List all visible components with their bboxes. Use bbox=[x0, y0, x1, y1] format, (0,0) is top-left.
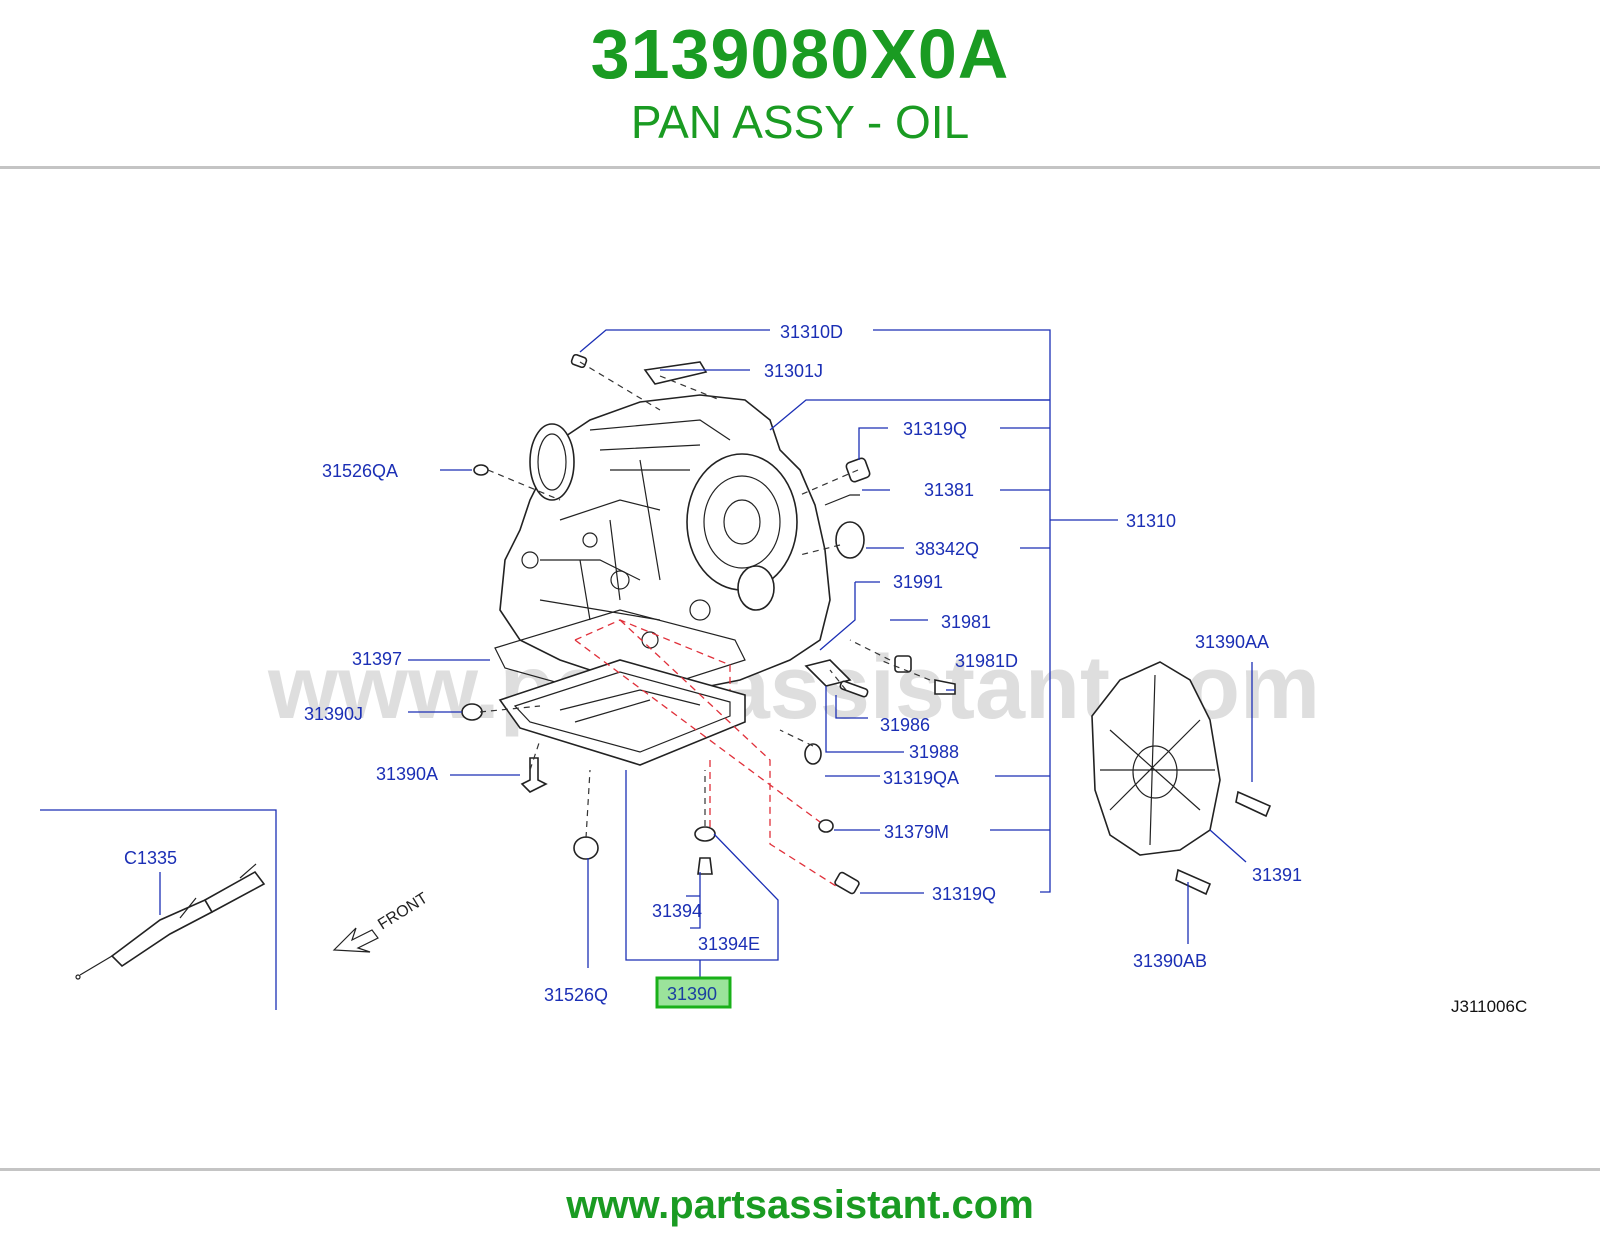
callout-31397[interactable]: 31397 bbox=[352, 649, 402, 669]
callout-31391[interactable]: 31391 bbox=[1252, 865, 1302, 885]
page-header: 3139080X0A PAN ASSY - OIL bbox=[0, 0, 1600, 168]
callout-31319QA[interactable]: 31319QA bbox=[883, 768, 959, 788]
callout-31991[interactable]: 31991 bbox=[893, 572, 943, 592]
callout-31310[interactable]: 31310 bbox=[1126, 511, 1176, 531]
gasket-outline bbox=[494, 609, 746, 701]
assembly-lines bbox=[479, 361, 931, 887]
callout-38342Q[interactable]: 38342Q bbox=[915, 539, 979, 559]
callout-31381[interactable]: 31381 bbox=[924, 480, 974, 500]
footer-website-link[interactable]: www.partsassistant.com bbox=[566, 1183, 1034, 1227]
oil-pan-drawing bbox=[498, 659, 746, 766]
side-cover-drawing bbox=[1091, 661, 1221, 856]
front-arrow-icon bbox=[332, 927, 379, 953]
callout-31390J[interactable]: 31390J bbox=[304, 704, 363, 724]
footer-divider bbox=[0, 1168, 1600, 1171]
callout-31394E[interactable]: 31394E bbox=[698, 934, 760, 954]
drawing-code: J311006C bbox=[1451, 997, 1527, 1016]
header-divider bbox=[0, 166, 1600, 169]
leader-lines bbox=[40, 329, 1253, 1010]
callout-31986[interactable]: 31986 bbox=[880, 715, 930, 735]
small-parts bbox=[461, 353, 1272, 896]
callout-31390A[interactable]: 31390A bbox=[376, 764, 438, 784]
callout-31390AA[interactable]: 31390AA bbox=[1195, 632, 1269, 652]
part-number-title: 3139080X0A bbox=[590, 15, 1010, 93]
callout-31981D[interactable]: 31981D bbox=[955, 651, 1018, 671]
callout-31526QA[interactable]: 31526QA bbox=[322, 461, 398, 481]
callout-31319Q-bottom[interactable]: 31319Q bbox=[932, 884, 996, 904]
callout-C1335[interactable]: C1335 bbox=[124, 848, 177, 868]
callout-31390AB[interactable]: 31390AB bbox=[1133, 951, 1207, 971]
callout-31379M[interactable]: 31379M bbox=[884, 822, 949, 842]
transmission-case-drawing bbox=[499, 394, 831, 691]
callout-31981[interactable]: 31981 bbox=[941, 612, 991, 632]
highlight-box bbox=[655, 976, 732, 1009]
callout-31319Q-top[interactable]: 31319Q bbox=[903, 419, 967, 439]
front-label: FRONT bbox=[375, 890, 431, 934]
callout-31988[interactable]: 31988 bbox=[909, 742, 959, 762]
part-name-subtitle: PAN ASSY - OIL bbox=[630, 96, 970, 148]
callout-labels: 31310D 31301J 31319Q 31526QA 31381 31310… bbox=[124, 322, 1302, 1005]
grease-tube-drawing bbox=[75, 863, 266, 980]
selected-part-highlight[interactable]: 31390 bbox=[655, 976, 732, 1009]
callout-31310D[interactable]: 31310D bbox=[780, 322, 843, 342]
callout-31526Q[interactable]: 31526Q bbox=[544, 985, 608, 1005]
callout-31301J[interactable]: 31301J bbox=[764, 361, 823, 381]
callout-31394[interactable]: 31394 bbox=[652, 901, 702, 921]
callout-31390-selected[interactable]: 31390 bbox=[667, 984, 717, 1004]
